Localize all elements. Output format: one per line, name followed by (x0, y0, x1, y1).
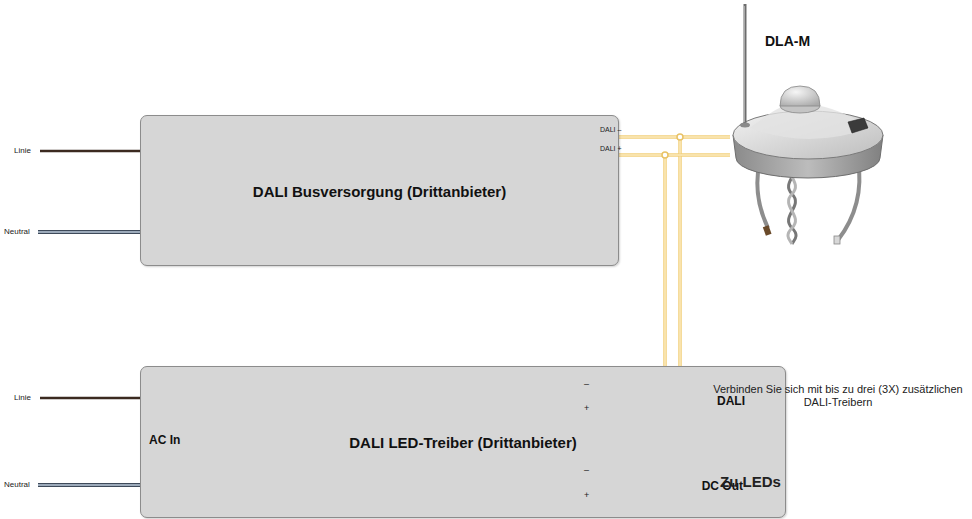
junction-dot (662, 152, 668, 158)
sensor-illustration (730, 0, 895, 250)
wire-name: Neutral (4, 480, 30, 489)
neutral-wire-core (38, 484, 140, 486)
antenna-highlight (744, 6, 745, 122)
port-label: DALI (717, 394, 745, 408)
led-driver-box: DALI LED-Treiber (Drittanbieter)AC In DAL… (140, 366, 786, 518)
wire-name: Neutral (4, 227, 30, 236)
wire-name: Linie (14, 146, 31, 155)
wire-end (763, 225, 772, 236)
junction-dot (677, 134, 683, 140)
line-wire (40, 150, 140, 153)
port-label: DC Out (702, 479, 743, 493)
sensor-device: DLA-M (730, 0, 895, 250)
box-title: DALI Busversorgung (Drittanbieter) (141, 182, 618, 199)
neutral-wire (38, 230, 140, 234)
power-supply-box: DALI Busversorgung (Drittanbieter) (140, 115, 619, 266)
device-name: DLA-M (765, 33, 810, 49)
port-label: AC In (149, 433, 180, 447)
sensor-dome (780, 86, 820, 106)
box-title: DALI LED-Treiber (Drittanbieter) (141, 434, 785, 451)
wire-name: Linie (14, 393, 31, 402)
sensor-window (848, 118, 868, 133)
antenna-foot (740, 123, 750, 128)
neutral-wire-core (38, 231, 140, 233)
neutral-wire (38, 483, 140, 487)
dali-bus-connector (619, 137, 730, 155)
line-wire (40, 397, 140, 400)
antenna (744, 4, 747, 124)
wire-end (834, 236, 840, 244)
